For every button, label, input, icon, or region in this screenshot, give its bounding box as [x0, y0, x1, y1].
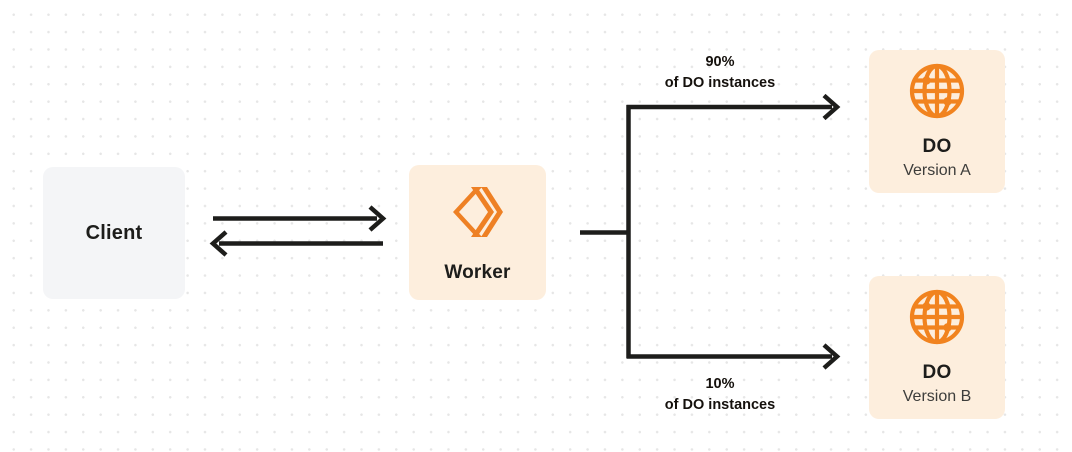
edge-label-do-b-percent: 10%	[705, 376, 735, 392]
node-do-b-sublabel: Version B	[902, 388, 972, 406]
globe-icon	[907, 287, 967, 352]
cloudflare-workers-icon	[447, 181, 509, 248]
edge-label-do-a: 90% of DO instances	[620, 52, 820, 94]
edge-worker-to-do-b	[626, 343, 841, 370]
edge-label-do-b: 10% of DO instances	[620, 374, 820, 416]
edge-worker-to-do-a	[626, 93, 841, 121]
globe-icon	[907, 61, 967, 126]
node-do-version-a[interactable]: DO Version A	[869, 50, 1005, 193]
node-worker[interactable]: Worker	[409, 165, 546, 300]
edge-label-do-b-caption: of DO instances	[664, 397, 776, 414]
node-do-a-sublabel: Version A	[903, 162, 971, 180]
node-do-version-b[interactable]: DO Version B	[869, 276, 1005, 419]
node-do-b-label: DO	[922, 362, 952, 384]
node-client-label: Client	[85, 222, 143, 244]
node-do-a-label: DO	[922, 136, 952, 158]
edge-worker-to-client	[209, 230, 383, 257]
edge-client-to-worker	[213, 205, 387, 232]
edge-label-do-a-caption: of DO instances	[664, 75, 776, 92]
node-client[interactable]: Client	[43, 167, 185, 299]
edge-label-do-a-percent: 90%	[705, 54, 735, 70]
node-worker-label: Worker	[444, 261, 511, 283]
